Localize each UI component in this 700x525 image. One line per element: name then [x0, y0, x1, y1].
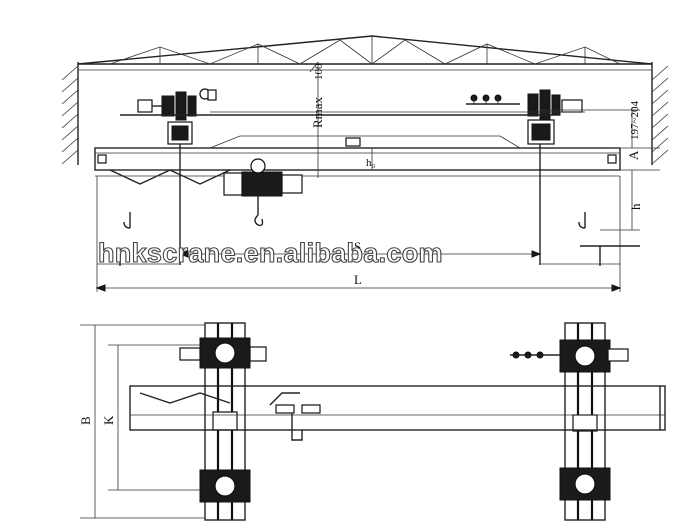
girder-plan — [129, 385, 666, 441]
plan-view: B K — [78, 322, 666, 521]
label-a: A — [626, 150, 641, 160]
label-k: K — [101, 415, 116, 425]
label-100: 100 — [313, 63, 325, 80]
label-197-204: 197~204 — [629, 101, 641, 140]
right-end-truck — [466, 89, 583, 155]
label-s: S — [354, 239, 361, 254]
label-l: L — [354, 272, 362, 287]
right-wall-hatch — [651, 62, 669, 165]
left-end-truck — [137, 88, 217, 155]
dimension-k — [108, 344, 200, 491]
dimension-b — [80, 324, 205, 519]
roof-truss — [77, 35, 653, 71]
label-b: B — [78, 416, 93, 425]
electric-hoist — [223, 158, 303, 215]
dimension-s — [178, 250, 542, 258]
main-girder — [94, 135, 621, 185]
elevation-view: Rmax 100 197~204 A h h₀ S L — [61, 35, 669, 292]
label-h: h — [628, 203, 643, 210]
left-end-beam — [179, 322, 267, 521]
hook-center — [254, 214, 264, 227]
label-h0: h₀ — [366, 157, 376, 169]
watermark-text: hnkscrane.en.alibaba.com — [98, 238, 443, 268]
hook-right — [578, 212, 640, 266]
right-end-beam — [510, 322, 629, 521]
dimension-l — [95, 284, 622, 292]
label-rmax: Rmax — [310, 96, 325, 128]
left-wall-hatch — [61, 62, 79, 165]
